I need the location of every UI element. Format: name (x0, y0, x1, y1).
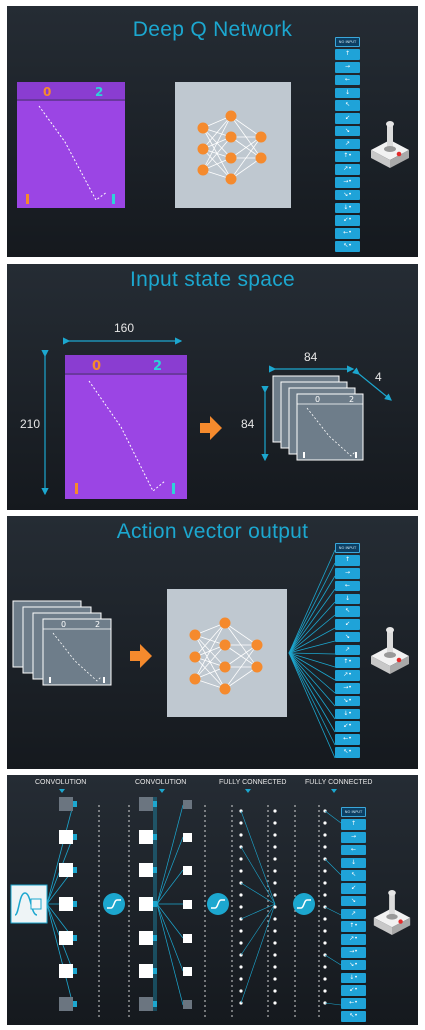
panel-network-architecture: CONVOLUTION CONVOLUTION FULLY CONNECTED … (7, 775, 418, 1025)
layer-label-convolution-2: CONVOLUTION (135, 779, 187, 786)
paddle-left (75, 483, 78, 494)
architecture-diagram (10, 789, 342, 1020)
score-right: 2 (95, 620, 100, 629)
action-item: ↓ (335, 593, 360, 605)
action-item: ↗• (341, 934, 366, 945)
paddle-left (26, 194, 29, 204)
stack-width-label: 84 (304, 350, 318, 364)
action-item: ↓ (335, 87, 360, 99)
action-no-input: NO INPUT (335, 543, 360, 553)
action-item: ↖• (335, 746, 360, 758)
panel-title: Action vector output (116, 520, 309, 543)
score-left: 0 (61, 620, 66, 629)
layer-label-fully-connected-2: FULLY CONNECTED (305, 779, 373, 786)
action-item: ↖ (335, 606, 360, 617)
action-vector: NO INPUT ↑ → ← ↓ ↖ ↙ ↘ ↗ ↑• ↗• →• ↘• ↓• … (341, 807, 366, 1024)
panel-action-vector-output: Action vector output 0 2 (7, 516, 418, 769)
action-item: ↗ (335, 138, 360, 150)
paddle-right (172, 483, 175, 494)
score-right: 2 (95, 85, 103, 99)
paddle-right (112, 194, 115, 204)
panel-deep-q-network: Deep Q Network 0 2 NO INPUT ↑ → ← (7, 6, 418, 257)
action-item: →• (335, 177, 360, 188)
action-item: ↙ (335, 619, 360, 630)
action-item: ↗• (335, 164, 360, 175)
action-vector: NO INPUT ↑ → ← ↓ ↖ ↙ ↘ ↗ ↑• ↗• →• ↘• ↓• … (335, 543, 360, 760)
panel-title: Input state space (129, 268, 296, 291)
neural-network-diagram (167, 589, 287, 717)
frame-stack: 0 2 (272, 375, 364, 461)
action-item: ↗• (335, 670, 360, 681)
score-left: 0 (92, 359, 101, 374)
action-item: ↗ (335, 644, 360, 656)
score-right: 2 (153, 359, 162, 374)
action-item: ↓• (335, 708, 360, 720)
action-item: ↓• (341, 972, 366, 984)
action-item: ←• (341, 998, 366, 1009)
action-item: ←• (335, 734, 360, 745)
action-item: ↘ (335, 125, 360, 137)
score-right: 2 (349, 395, 354, 404)
arrow-right-icon (200, 416, 222, 440)
action-item: → (341, 831, 366, 843)
layer-label-fully-connected-1: FULLY CONNECTED (219, 779, 287, 786)
action-item: →• (335, 683, 360, 694)
action-item: ↑• (335, 151, 360, 163)
action-item: ↓ (341, 857, 366, 869)
action-item: ← (335, 580, 360, 592)
dimension-arrows (41, 337, 392, 496)
joystick-icon (371, 121, 409, 168)
action-item: →• (341, 947, 366, 958)
action-item: ↙ (335, 113, 360, 124)
action-item: ↖ (335, 100, 360, 111)
stack-height-label: 84 (241, 417, 255, 431)
action-item: ← (341, 844, 366, 856)
joystick-icon (371, 627, 409, 674)
action-item: ↘ (341, 895, 366, 907)
action-item: ↖• (341, 1010, 366, 1022)
action-item: ↓• (335, 202, 360, 214)
action-item: ↙• (335, 215, 360, 226)
layer-label-convolution-1: CONVOLUTION (35, 779, 87, 786)
action-item: ↙• (341, 985, 366, 996)
action-item: ↘• (335, 189, 360, 201)
neural-network-diagram (175, 82, 291, 208)
action-item: ↗ (341, 908, 366, 920)
panel-title: Deep Q Network (132, 18, 293, 41)
action-item: ↑• (335, 657, 360, 669)
frame-stack: 0 2 (12, 600, 112, 686)
action-item: → (335, 61, 360, 73)
action-item: ↘• (341, 959, 366, 971)
arrow-right-icon (130, 644, 152, 668)
action-item: ↑ (341, 819, 366, 830)
action-item: ↑ (335, 555, 360, 566)
output-fan-lines (288, 549, 336, 759)
score-left: 0 (43, 85, 51, 99)
game-screen: 0 2 (17, 82, 125, 208)
action-item: → (335, 567, 360, 579)
action-item: ↙ (341, 883, 366, 894)
panel-input-state-space: Input state space 160 210 84 84 4 0 2 (7, 264, 418, 510)
action-item: ↘ (335, 631, 360, 643)
game-screen-input: 0 2 (65, 355, 187, 499)
action-item: ↑• (341, 921, 366, 933)
height-label: 210 (20, 417, 41, 431)
action-item: ↘• (335, 695, 360, 707)
action-item: ↖ (341, 870, 366, 881)
action-no-input: NO INPUT (335, 37, 360, 47)
action-item: ←• (335, 228, 360, 239)
action-no-input: NO INPUT (341, 807, 366, 817)
joystick-icon (373, 890, 411, 935)
action-vector: NO INPUT ↑ → ← ↓ ↖ ↙ ↘ ↗ ↑• ↗• →• ↘• ↓• … (335, 37, 360, 254)
score-left: 0 (315, 395, 320, 404)
action-item: ← (335, 74, 360, 86)
width-label: 160 (114, 321, 135, 335)
action-item: ↙• (335, 721, 360, 732)
stack-depth-label: 4 (375, 370, 382, 384)
action-item: ↖• (335, 240, 360, 252)
action-item: ↑ (335, 49, 360, 60)
